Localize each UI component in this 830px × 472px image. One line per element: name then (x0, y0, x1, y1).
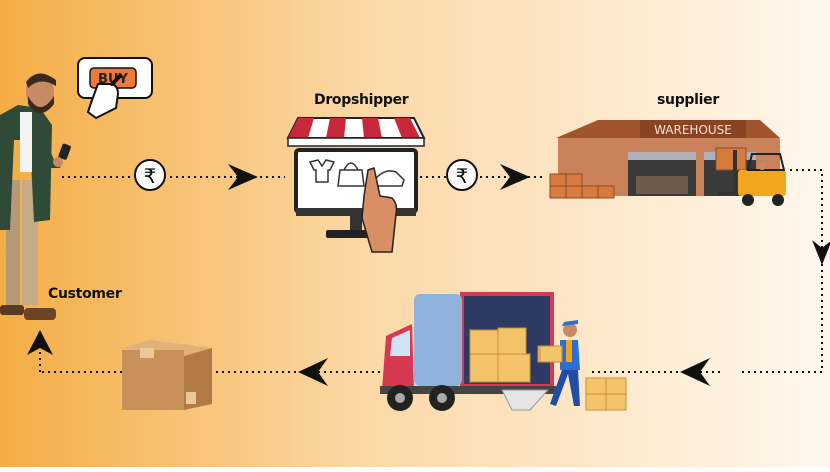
buy-button-icon: BUY (77, 57, 153, 120)
dropshipper-label: Dropshipper (314, 92, 409, 108)
arrowhead-icon (500, 164, 530, 190)
online-shop-icon (286, 117, 426, 253)
arrowheads (27, 164, 830, 386)
arrowhead-icon (812, 240, 830, 265)
customer-label: Customer (48, 286, 122, 302)
rupee-coin-icon: ₹ (446, 159, 478, 191)
rupee-coin-icon: ₹ (134, 159, 166, 191)
delivery-truck-icon (380, 292, 557, 411)
arrowhead-icon (298, 358, 328, 386)
delivery-worker-icon (539, 320, 627, 411)
rupee-symbol: ₹ (144, 164, 157, 188)
warehouse-sign: WAREHOUSE (654, 123, 732, 137)
flow-supplier-down (740, 169, 823, 373)
arrowhead-icon (228, 164, 258, 190)
parcel-box-icon (122, 340, 212, 410)
arrowhead-icon (680, 358, 710, 386)
man-with-phone-icon (0, 73, 71, 320)
arrowhead-icon (27, 330, 53, 355)
forklift-icon (718, 150, 786, 206)
supplier-label: supplier (657, 92, 719, 108)
rupee-symbol: ₹ (456, 164, 469, 188)
